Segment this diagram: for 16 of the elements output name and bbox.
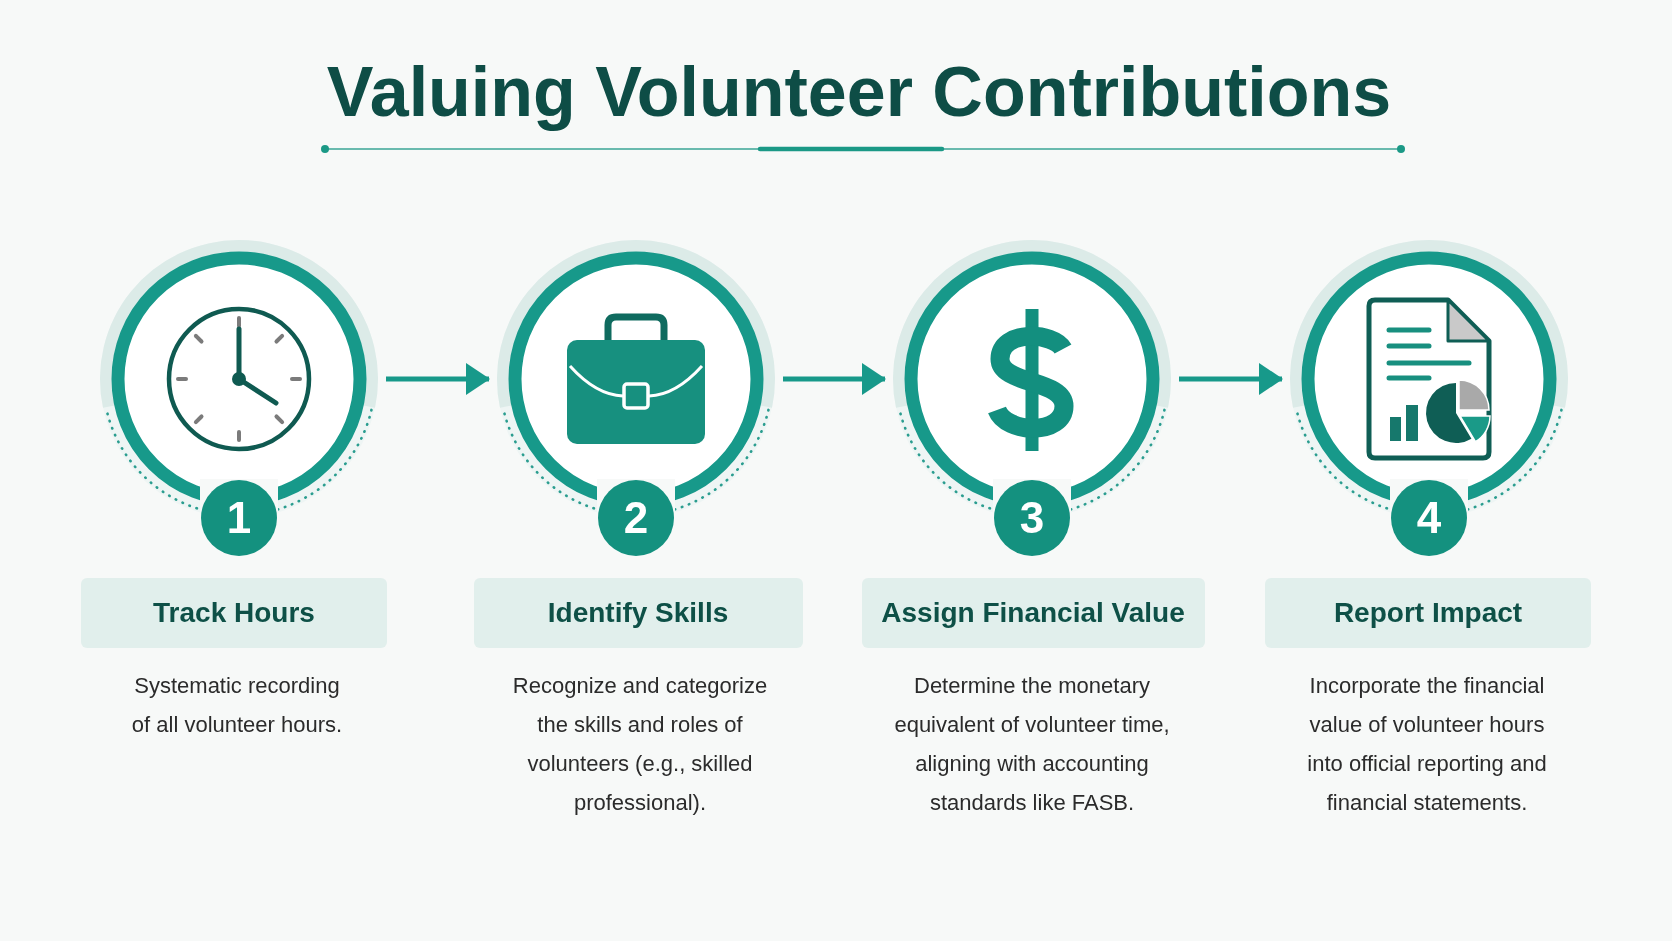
step-description: Systematic recording of all volunteer hours. [130, 672, 344, 739]
arrow [1179, 363, 1283, 395]
step-heading: Identify Skills [473, 578, 803, 648]
number-badge: 4 [1391, 480, 1467, 556]
number-badge: 2 [598, 480, 674, 556]
step-description: Incorporate the financial value of volunteer hours into official reporting and financial statements. [1306, 672, 1548, 817]
step-description: Determine the monetary equivalent of volunteer time, aligning with accounting standards like FASB. [893, 672, 1171, 817]
arrow [783, 363, 886, 395]
arrow [386, 363, 490, 395]
title: Valuing Volunteer Contributions [326, 52, 1392, 132]
number-badge: 1 [201, 480, 277, 556]
step-heading: Report Impact [1265, 578, 1591, 648]
step-heading: Assign Financial Value [861, 578, 1205, 648]
step-heading: Track Hours [81, 578, 387, 648]
step-description: Recognize and categorize the skills and roles of volunteers (e.g., skilled professional). [511, 672, 769, 817]
number-badge: 3 [994, 480, 1070, 556]
